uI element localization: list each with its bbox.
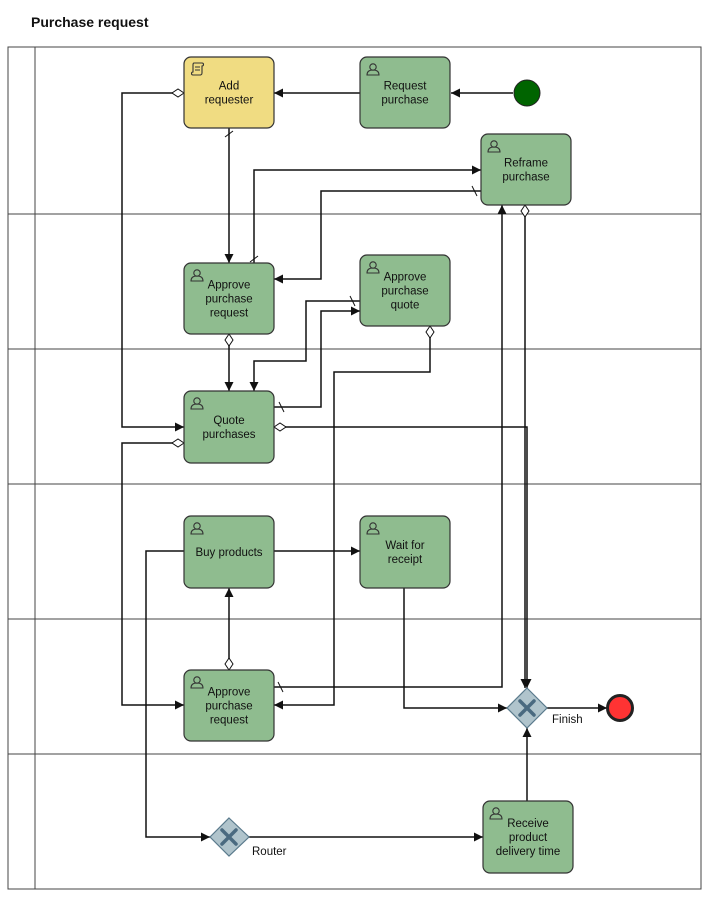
buy-products-task[interactable]: Buy products — [183, 515, 275, 589]
flow-add-to-quote — [121, 92, 184, 432]
task-label: purchase — [381, 95, 428, 107]
flow-approve2-to-reframe — [274, 205, 507, 688]
user-icon — [366, 63, 380, 76]
default-flow-marks — [224, 130, 478, 693]
wait-for-receipt-task[interactable]: Wait for receipt — [359, 515, 451, 589]
task-label: purchase — [502, 172, 549, 184]
task-box — [359, 254, 451, 327]
default-flow-slash — [277, 681, 284, 693]
task-label: delivery time — [496, 846, 561, 858]
approve-purchase-request-task-2[interactable]: Approve purchase request — [183, 669, 275, 742]
conditional-flow-diamond — [171, 88, 185, 98]
task-box — [359, 515, 451, 589]
user-icon — [190, 397, 204, 410]
conditional-flow-diamond — [224, 333, 234, 347]
task-label: request — [210, 308, 249, 320]
task-label: Wait for — [385, 540, 424, 552]
task-box — [482, 800, 574, 874]
user-icon — [366, 522, 380, 535]
task-label: purchase — [381, 286, 428, 298]
exclusive-x-icon — [518, 699, 536, 717]
default-flow-slash — [278, 401, 285, 413]
task-box — [183, 390, 275, 464]
flow-wait-to-finish — [403, 588, 507, 713]
diagram-title: Purchase request — [31, 14, 149, 30]
default-flow-slash — [249, 255, 259, 263]
flow-reframe-to-approve — [274, 190, 481, 284]
user-icon — [489, 807, 503, 820]
task-box — [183, 56, 275, 129]
task-label: Approve — [208, 280, 251, 292]
task-label: requester — [205, 95, 254, 107]
start-event[interactable] — [513, 79, 541, 107]
flow-quotereview-to-quote — [249, 300, 360, 391]
router-gateway[interactable]: Router — [209, 817, 287, 858]
task-label: Approve — [208, 687, 251, 699]
task-label: Buy products — [195, 547, 262, 559]
task-box — [183, 262, 275, 335]
pool — [7, 46, 702, 890]
conditional-flow-diamond — [273, 422, 287, 432]
pool-border — [7, 46, 702, 890]
add-requester-task[interactable]: Add requester — [183, 56, 275, 129]
exclusive-x-icon — [220, 828, 238, 846]
conditional-flow-diamond — [520, 204, 530, 218]
flow-approve-to-reframe — [253, 165, 481, 263]
task-box — [183, 669, 275, 742]
receive-product-delivery-time-task[interactable]: Receive product delivery time — [482, 800, 574, 874]
approve-purchase-quote-task[interactable]: Approve purchase quote — [359, 254, 451, 327]
task-label: Request — [384, 81, 428, 93]
finish-gateway[interactable]: Finish — [506, 687, 583, 729]
task-label: request — [210, 715, 249, 727]
default-flow-slash — [224, 130, 234, 138]
request-purchase-task[interactable]: Request purchase — [359, 56, 451, 129]
flow-quote-to-approve2 — [121, 442, 184, 710]
default-flow-slash — [471, 185, 478, 197]
flow-quote-to-quotereview — [274, 306, 360, 408]
task-label: purchase — [205, 701, 252, 713]
reframe-purchase-task[interactable]: Reframe purchase — [480, 133, 572, 206]
task-label: product — [509, 832, 548, 844]
conditional-flow-diamond — [224, 657, 234, 671]
script-icon — [190, 62, 205, 76]
quote-purchases-task[interactable]: Quote purchases — [183, 390, 275, 464]
task-box — [359, 56, 451, 129]
task-label: quote — [391, 300, 420, 312]
task-box — [183, 515, 275, 589]
task-label: Add — [219, 81, 239, 93]
conditional-flow-marks — [171, 88, 530, 671]
flow-buy-to-router — [145, 550, 210, 842]
conditional-flow-diamond — [171, 438, 185, 448]
task-label: Receive — [507, 818, 549, 830]
finish-gateway-label: Finish — [552, 714, 583, 726]
user-icon — [190, 269, 204, 282]
flow-quotereview-to-approve2 — [274, 326, 431, 710]
user-icon — [487, 140, 501, 153]
user-icon — [366, 261, 380, 274]
task-label: purchase — [205, 294, 252, 306]
user-icon — [190, 676, 204, 689]
task-label: Quote — [213, 415, 244, 427]
flow-quote-to-finish — [274, 426, 532, 688]
task-label: purchases — [202, 429, 255, 441]
approve-purchase-request-task[interactable]: Approve purchase request — [183, 262, 275, 335]
task-label: receipt — [388, 554, 423, 566]
task-label: Reframe — [504, 158, 548, 170]
tasks: AddrequesterRequestpurchaseReframepurcha… — [183, 56, 574, 874]
task-label: Approve — [384, 272, 427, 284]
default-flow-slash — [349, 295, 356, 307]
end-event[interactable] — [606, 694, 634, 722]
conditional-flow-diamond — [425, 325, 435, 339]
user-icon — [190, 522, 204, 535]
task-box — [480, 133, 572, 206]
router-gateway-label: Router — [252, 846, 287, 858]
